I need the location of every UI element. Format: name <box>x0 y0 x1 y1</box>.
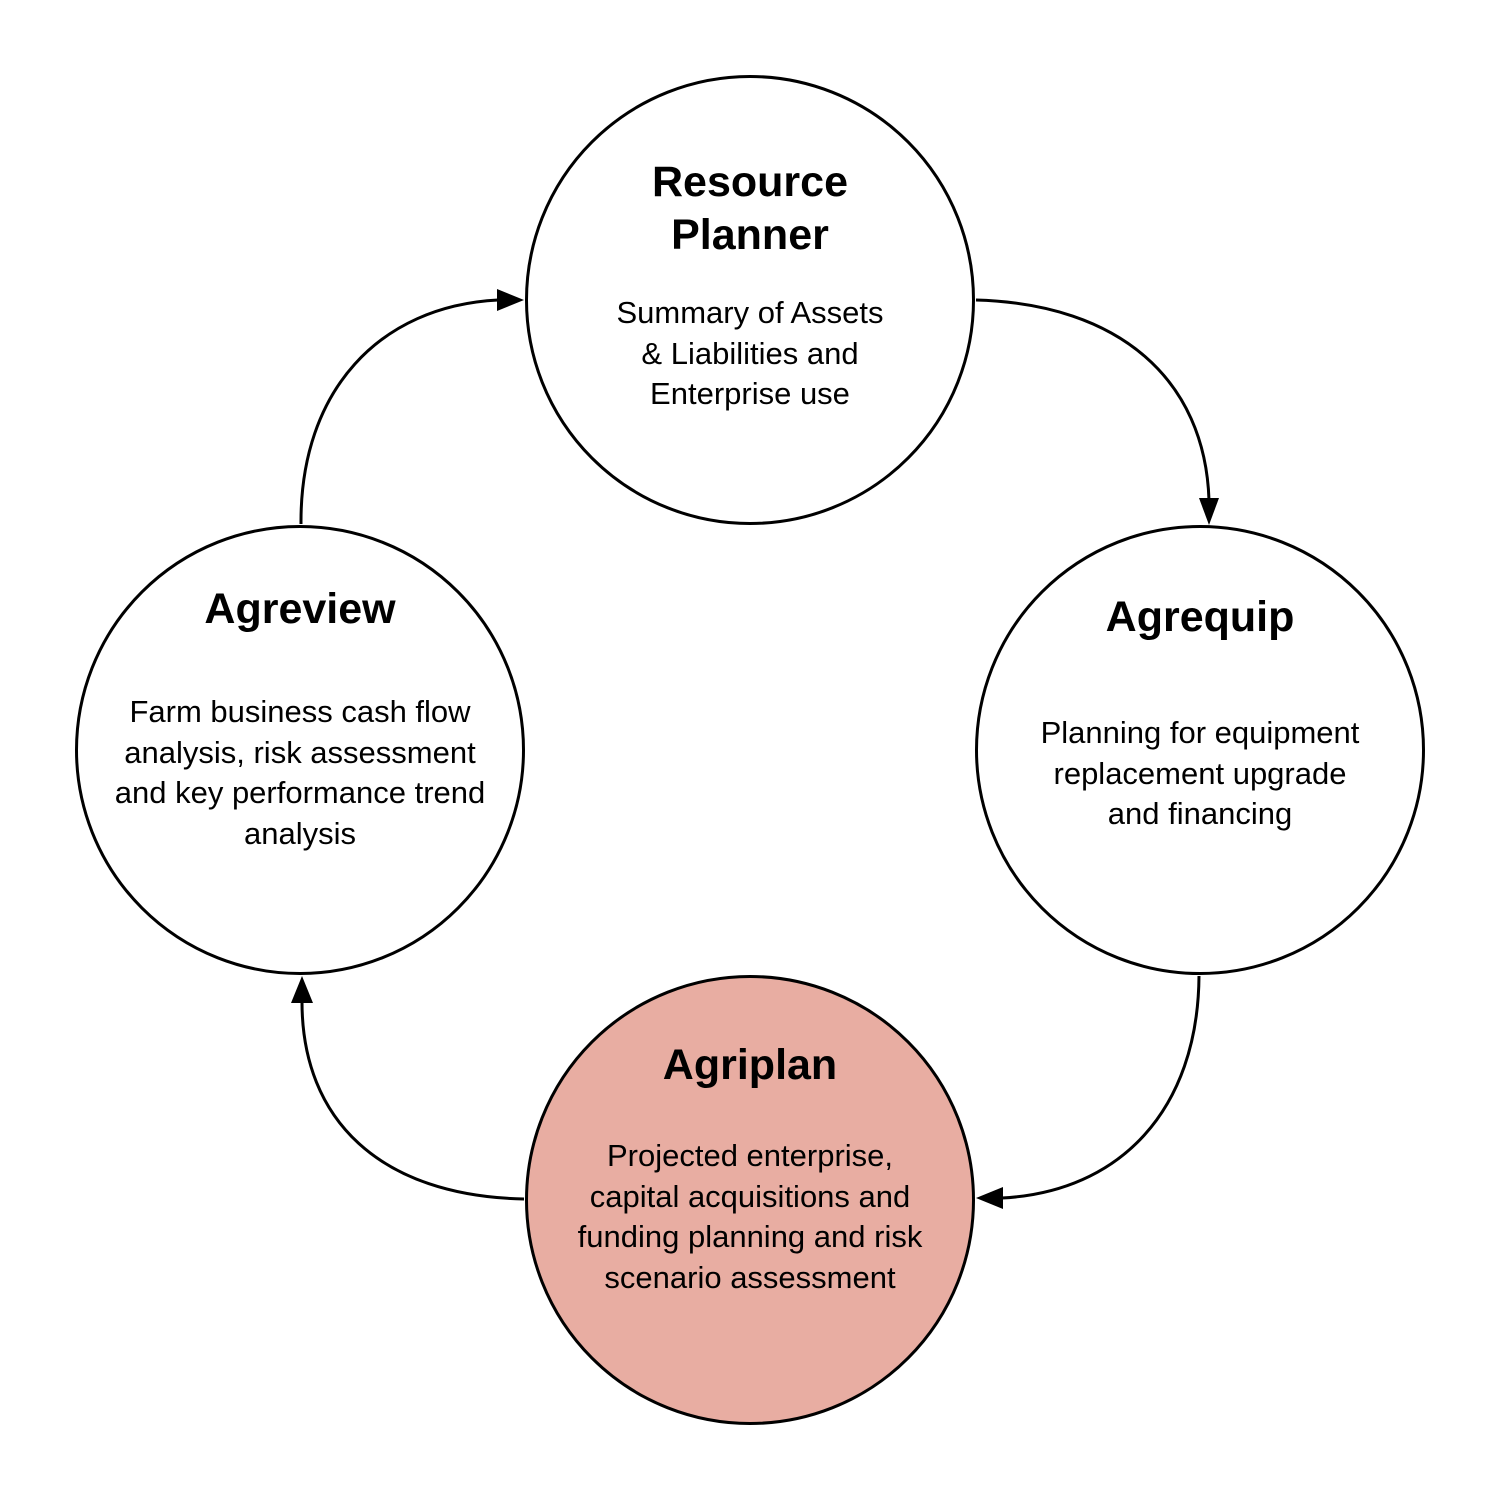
node-resource-planner: Resource Planner Summary of Assets & Lia… <box>525 75 975 525</box>
node-description: Projected enterprise, capital acquisitio… <box>577 1138 923 1295</box>
node-title: Agreview <box>204 585 396 633</box>
node-title: Resource Planner <box>652 158 848 259</box>
arrowhead-into-resource-planner <box>497 289 524 311</box>
node-description: Farm business cash flow analysis, risk a… <box>114 694 486 851</box>
node-title: Agrequip <box>1105 593 1295 641</box>
arrowhead-into-agriplan <box>976 1187 1003 1209</box>
edge-agrequip-to-agriplan <box>1001 975 1201 1200</box>
node-agriplan: Agriplan Projected enterprise, capital a… <box>525 975 975 1425</box>
node-title: Agriplan <box>662 1041 838 1089</box>
arrowhead-into-agreview <box>291 976 313 1003</box>
node-description: Summary of Assets & Liabilities and Ente… <box>616 295 884 411</box>
edge-agreview-to-resource-planner <box>299 298 499 525</box>
edge-agriplan-to-agreview <box>300 1001 525 1201</box>
node-agreview: Agreview Farm business cash flow analysi… <box>75 525 525 975</box>
node-description: Planning for equipment replacement upgra… <box>1040 715 1360 831</box>
node-agrequip: Agrequip Planning for equipment replacem… <box>975 525 1425 975</box>
edge-resource-planner-to-agrequip <box>975 298 1211 501</box>
arrowhead-into-agrequip <box>1199 498 1219 525</box>
